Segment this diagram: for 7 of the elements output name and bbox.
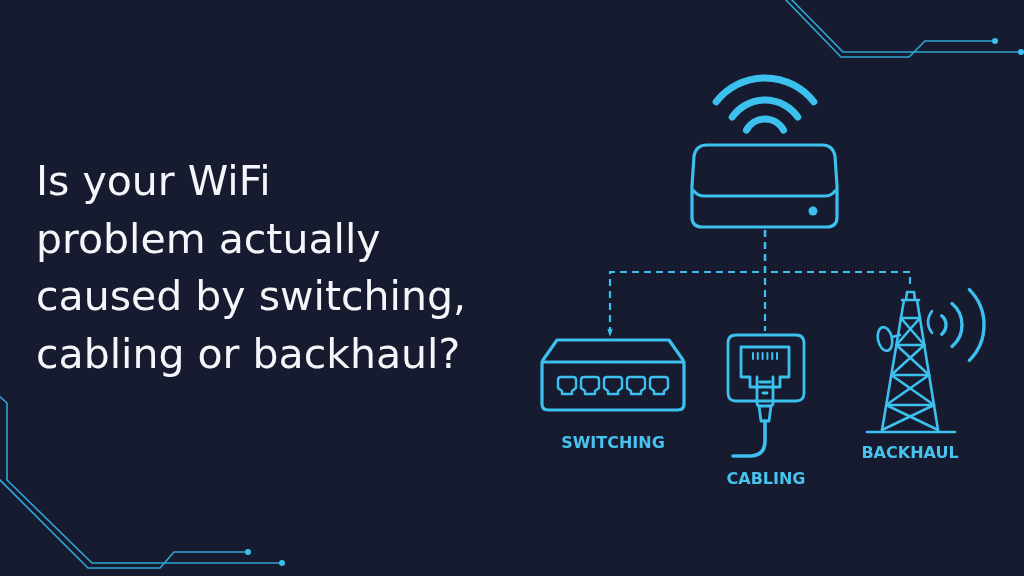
icon-caption: BACKHAUL (861, 443, 959, 463)
connector-line (763, 230, 912, 287)
icon-caption: SWITCHING (561, 433, 665, 453)
wireless-router-drawing (689, 74, 841, 230)
icon-caption: CABLING (726, 469, 806, 489)
headline: Is your WiFi problem actually caused by switching, cabling or backhaul? (36, 156, 466, 380)
network-switch-drawing (538, 336, 688, 414)
